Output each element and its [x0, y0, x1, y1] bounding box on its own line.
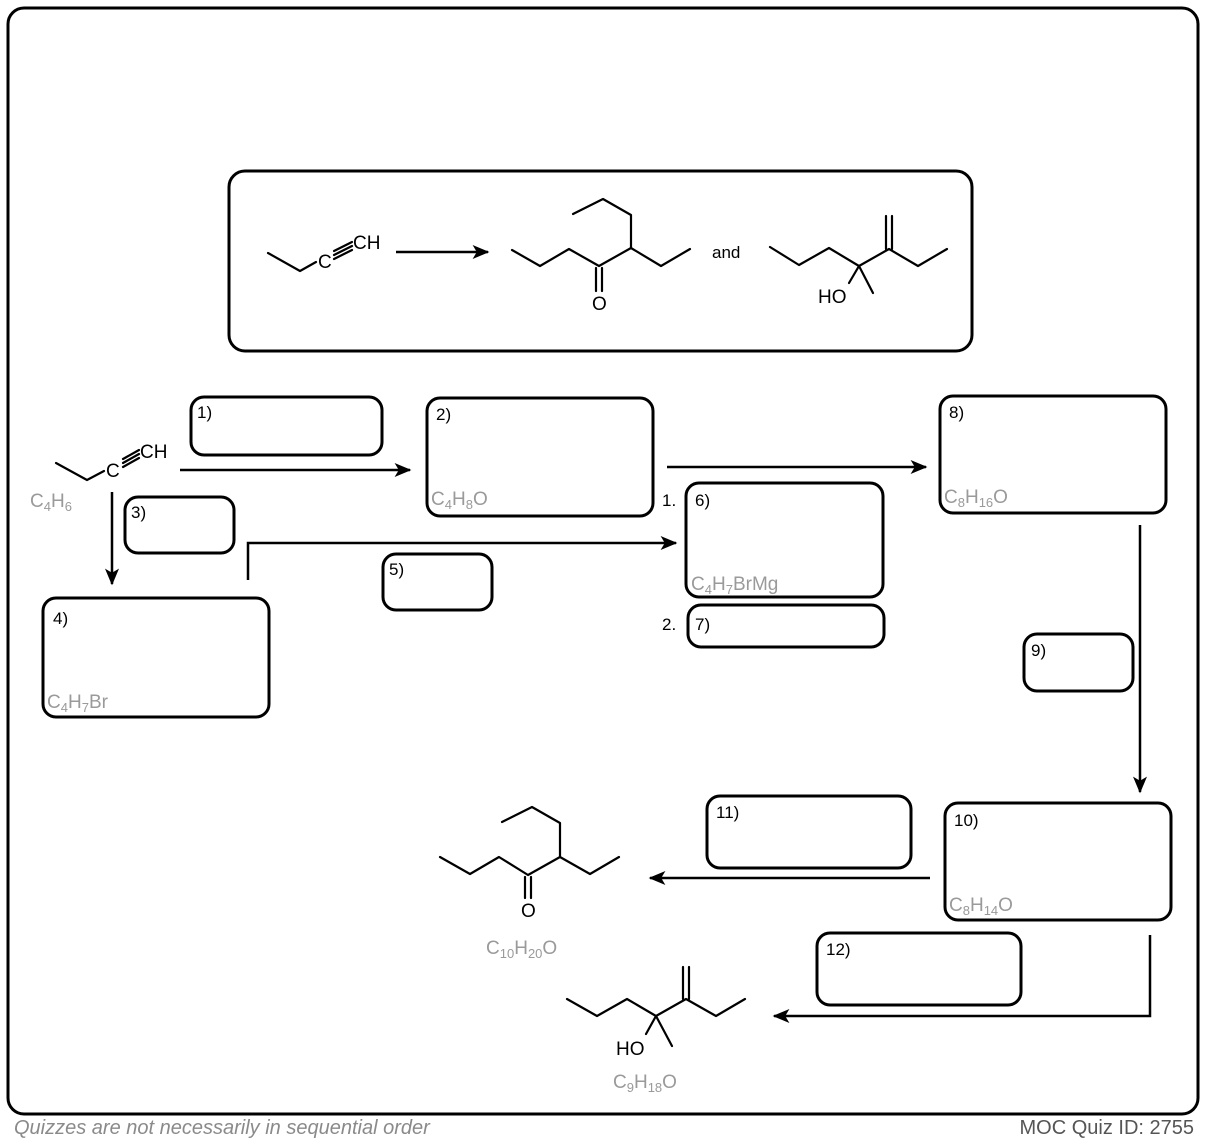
- formula-8: C8H16O: [944, 487, 1008, 510]
- svg-text:9): 9): [1031, 641, 1046, 660]
- svg-text:3): 3): [131, 503, 146, 522]
- box-2[interactable]: 2) C4H8O: [425, 396, 655, 518]
- target-atom-ch: CH: [353, 233, 380, 254]
- formula-2: C4H8O: [431, 489, 488, 512]
- target-alcohol: HO: [768, 214, 949, 308]
- arrow-10-to-alcohol: [772, 935, 1152, 1023]
- footer-quiz-id: MOC Quiz ID: 2755: [1019, 1117, 1194, 1139]
- target-ketone-o: O: [592, 294, 607, 315]
- product-ketone: O C10H20O: [438, 805, 621, 961]
- formula-10: C8H14O: [949, 895, 1013, 918]
- svg-text:11): 11): [716, 803, 739, 822]
- step-marker-1: 1.: [662, 491, 676, 510]
- box-11[interactable]: 11): [705, 794, 913, 870]
- svg-text:8): 8): [949, 403, 964, 422]
- footer-disclaimer: Quizzes are not necessarily in sequentia…: [14, 1117, 430, 1139]
- svg-text:2): 2): [436, 405, 451, 424]
- formula-ketone: C10H20O: [486, 938, 557, 961]
- step-marker-2: 2.: [662, 615, 676, 634]
- product-alcohol-ho: HO: [616, 1039, 645, 1060]
- svg-text:10): 10): [954, 811, 979, 830]
- start-atom-c: C: [106, 461, 120, 482]
- product-alcohol: HO C9H18O: [565, 965, 747, 1095]
- target-butyne: C CH: [266, 233, 380, 273]
- box-8[interactable]: 8) C8H16O: [938, 394, 1168, 515]
- box-7[interactable]: 7): [686, 603, 886, 649]
- start-formula: C4H6: [30, 491, 72, 514]
- box-9[interactable]: 9): [1022, 632, 1135, 693]
- svg-text:4): 4): [53, 609, 68, 628]
- start-butyne: C CH C4H6: [30, 442, 167, 514]
- product-ketone-o: O: [521, 901, 536, 922]
- svg-text:12): 12): [826, 940, 851, 959]
- svg-text:7): 7): [695, 615, 710, 634]
- target-frame: [227, 169, 974, 353]
- arrow-4-to-6: [246, 536, 678, 580]
- target-and: and: [712, 243, 740, 262]
- formula-alcohol: C9H18O: [613, 1072, 677, 1095]
- svg-text:6): 6): [695, 491, 710, 510]
- box-10[interactable]: 10) C8H14O: [943, 801, 1173, 922]
- formula-6: C4H7BrMg: [691, 574, 778, 597]
- formula-4: C4H7Br: [47, 692, 109, 715]
- target-box: C CH O and HO: [227, 169, 974, 353]
- svg-text:5): 5): [389, 560, 404, 579]
- target-alcohol-ho: HO: [818, 287, 847, 308]
- box-6[interactable]: 6) C4H7BrMg: [684, 481, 885, 599]
- box-1[interactable]: 1): [189, 395, 384, 457]
- start-atom-ch: CH: [140, 442, 167, 463]
- box-5[interactable]: 5): [381, 552, 494, 612]
- target-ketone: O: [510, 197, 692, 315]
- box-12[interactable]: 12): [815, 931, 1023, 1007]
- box-3[interactable]: 3): [123, 495, 236, 555]
- target-atom-c: C: [318, 252, 332, 273]
- box-4[interactable]: 4) C4H7Br: [41, 596, 271, 719]
- svg-text:1): 1): [197, 403, 212, 422]
